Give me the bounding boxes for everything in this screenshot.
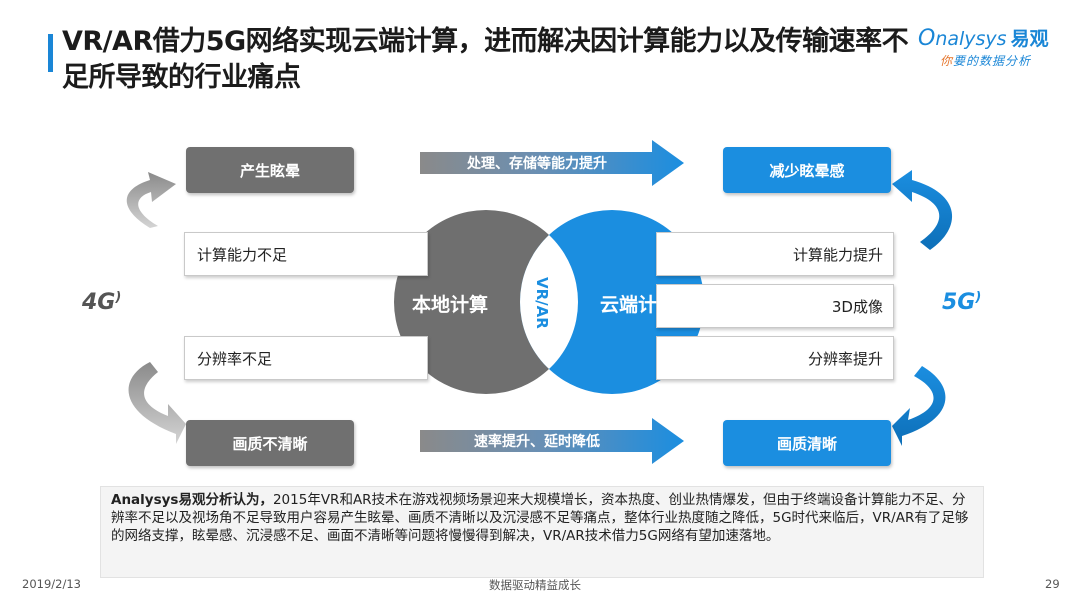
right-box-3d-imaging: 3D成像: [656, 284, 894, 328]
logo-tagline-first: 你: [940, 54, 954, 68]
cloud-compute-label: 云端计算: [600, 294, 677, 316]
top-arrow-label: 处理、存储等能力提升: [467, 156, 607, 172]
5g-label: 5G): [942, 290, 981, 315]
analysis-summary: Analysys易观分析认为，2015年VR和AR技术在游戏视频场景迎来大规模增…: [100, 486, 984, 578]
page-title: VR/AR借力5G网络实现云端计算，进而解决因计算能力以及传输速率不足所导致的行…: [62, 26, 909, 93]
footer-date: 2019/2/13: [22, 577, 81, 591]
pill-clear-image: 画质清晰: [723, 420, 891, 466]
right-bottom-curve-arrow: [892, 366, 946, 446]
left-box-resolution-insufficient: 分辨率不足: [184, 336, 428, 380]
right-box-resolution-improved: 分辨率提升: [656, 336, 894, 380]
logo-tagline: 你要的数据分析: [940, 52, 1031, 69]
pill-less-dizziness: 减少眩晕感: [723, 147, 891, 193]
logo-brand-cn: 易观: [1010, 28, 1049, 50]
pill-blurry-image: 画质不清晰: [186, 420, 354, 466]
vr-ar-label: VR/AR: [533, 277, 551, 329]
signal-icon: ): [115, 290, 122, 305]
logo-tagline-rest: 要的数据分析: [953, 54, 1032, 68]
bottom-arrow-shape: [420, 418, 684, 464]
top-arrow-shape: [420, 140, 684, 186]
summary-body: 2015年VR和AR技术在游戏视频场景迎来大规模增长，资本热度、创业热情爆发，但…: [111, 492, 969, 544]
local-compute-circle: [394, 210, 578, 394]
footer-slogan: 数据驱动精益成长: [489, 578, 581, 592]
left-bottom-curve-arrow: [128, 362, 186, 444]
left-top-curve-arrow: [126, 172, 176, 228]
pill-dizziness: 产生眩晕: [186, 147, 354, 193]
bottom-arrow-label: 速率提升、延时降低: [474, 434, 600, 450]
logo-brand-o: O: [918, 26, 936, 51]
left-box-compute-insufficient: 计算能力不足: [184, 232, 428, 276]
right-top-curve-arrow: [892, 170, 953, 250]
title-accent-bar: [48, 34, 53, 72]
signal-icon: ): [975, 290, 982, 305]
page-number: 29: [1045, 577, 1060, 591]
logo-brand-latin: nalysys: [935, 28, 1007, 50]
5g-text: 5G: [942, 290, 976, 315]
local-compute-label: 本地计算: [412, 294, 489, 316]
summary-lead: Analysys易观分析认为，: [111, 492, 273, 508]
right-box-compute-improved: 计算能力提升: [656, 232, 894, 276]
4g-label: 4G): [82, 290, 121, 315]
4g-text: 4G: [82, 290, 116, 315]
